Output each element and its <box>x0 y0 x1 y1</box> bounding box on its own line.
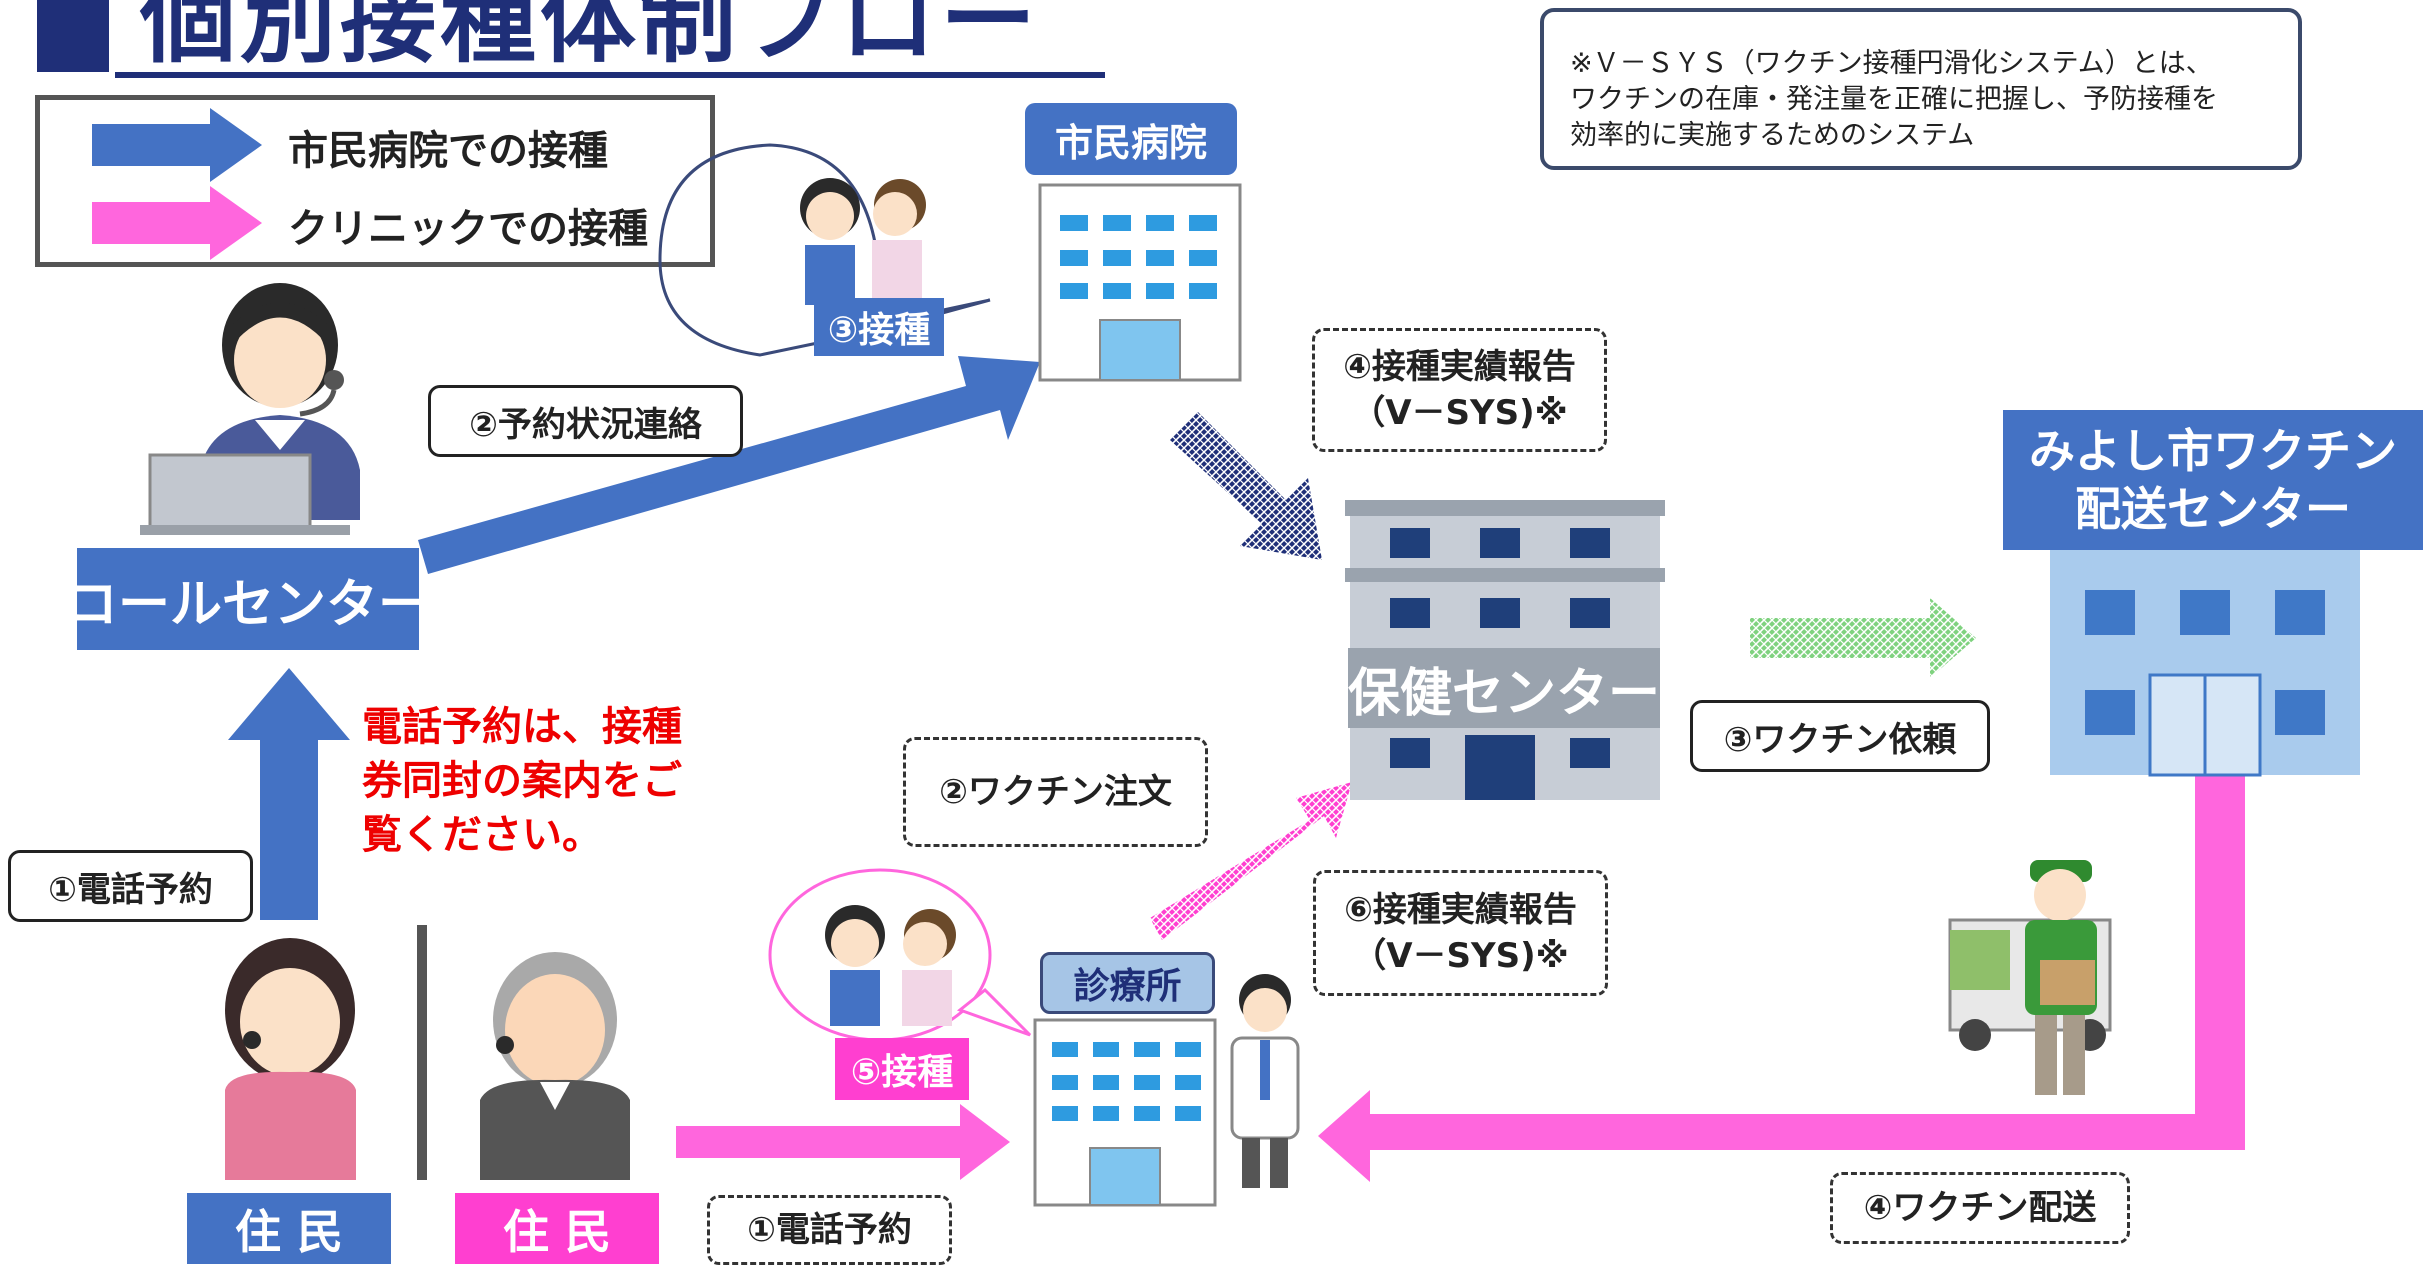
resident-divider <box>417 925 427 1180</box>
clinic-building <box>1033 1018 1217 1207</box>
arrow-resident-to-clinic <box>676 1104 1010 1180</box>
arrow-callcenter-to-hospital <box>418 356 1040 574</box>
step-report-clinic-line1: ⑥接種実績報告 <box>1344 890 1577 930</box>
notice-line: 電話予約は、接種 <box>362 704 682 750</box>
step-phone-reservation-blue: ①電話予約 <box>8 850 253 922</box>
legend-label-hospital: 市民病院での接種 <box>288 128 608 174</box>
step-vaccination-hospital: ③接種 <box>814 298 944 356</box>
resident-pink-label: 住 民 <box>455 1193 659 1264</box>
arrow-healthcenter-to-delivery <box>1750 598 1976 678</box>
delivery-center-label: みよし市ワクチン 配送センター <box>2003 410 2423 550</box>
step-report-hospital-line1: ④接種実績報告 <box>1343 347 1576 387</box>
legend-label-clinic: クリニックでの接種 <box>288 206 648 252</box>
vsys-note: ※Ｖ－ＳＹＳ（ワクチン接種円滑化システム）とは、 ワクチンの在庫・発注量を正確に… <box>1540 8 2302 170</box>
notice-line: 覧ください。 <box>362 812 602 858</box>
vaccination-bubble-hospital <box>658 143 991 357</box>
step-reservation-status: ②予約状況連絡 <box>428 385 743 457</box>
health-center-label: 保健センター <box>1348 648 1660 728</box>
title-underline <box>115 72 1105 78</box>
clinic-label: 診療所 <box>1040 952 1215 1014</box>
arrow-clinic-to-healthcenter <box>1150 782 1352 940</box>
step-vaccine-delivery: ④ワクチン配送 <box>1830 1172 2130 1244</box>
city-hospital-label: 市民病院 <box>1025 103 1237 175</box>
note-line: ワクチンの在庫・発注量を正確に把握し、予防接種を <box>1570 84 2218 115</box>
notice-line: 券同封の案内をご <box>362 758 682 804</box>
arrow-delivery-to-clinic <box>1318 775 2245 1182</box>
legend-pink-arrow-icon <box>92 186 262 260</box>
step-vaccine-request: ③ワクチン依頼 <box>1690 700 1990 772</box>
call-center-label: コールセンター <box>66 548 430 650</box>
vaccination-bubble-clinic <box>768 868 1032 1042</box>
note-line: 効率的に実施するためのシステム <box>1570 120 1975 151</box>
arrow-hospital-to-healthcenter <box>1170 412 1322 560</box>
step-report-hospital: ④接種実績報告 （V－SYS)※ <box>1312 328 1607 452</box>
city-hospital-building <box>1038 183 1242 382</box>
delivery-worker-illustration <box>2025 860 2097 1095</box>
step-report-clinic: ⑥接種実績報告 （V－SYS)※ <box>1313 870 1608 996</box>
step-vaccine-order: ②ワクチン注文 <box>903 737 1208 847</box>
title-accent-bar <box>37 0 109 72</box>
step-vaccination-clinic: ⑤接種 <box>835 1038 969 1100</box>
delivery-center-label-line1: みよし市ワクチン <box>2029 424 2397 478</box>
page-title: 個別接種体制フロー <box>140 0 1040 76</box>
call-center-operator-illustration <box>140 283 360 535</box>
step-report-hospital-line2: （V－SYS)※ <box>1351 393 1568 433</box>
resident-blue-label: 住 民 <box>187 1193 391 1264</box>
resident-elderly-illustration <box>480 952 630 1180</box>
arrow-resident-to-callcenter <box>228 668 350 920</box>
step-phone-reservation-pink: ①電話予約 <box>707 1195 952 1265</box>
step-report-clinic-line2: （V－SYS)※ <box>1352 936 1569 976</box>
legend: 市民病院での接種 クリニックでの接種 <box>35 95 715 267</box>
legend-blue-arrow-icon <box>92 108 262 182</box>
delivery-center-building <box>2050 545 2360 777</box>
note-line: ※Ｖ－ＳＹＳ（ワクチン接種円滑化システム）とは、 <box>1570 48 2213 79</box>
delivery-center-label-line2: 配送センター <box>2075 482 2351 536</box>
doctor-illustration <box>1230 974 1300 1188</box>
resident-woman-illustration <box>225 938 356 1180</box>
phone-reservation-notice: 電話予約は、接種 券同封の案内をご 覧ください。 <box>362 700 722 862</box>
